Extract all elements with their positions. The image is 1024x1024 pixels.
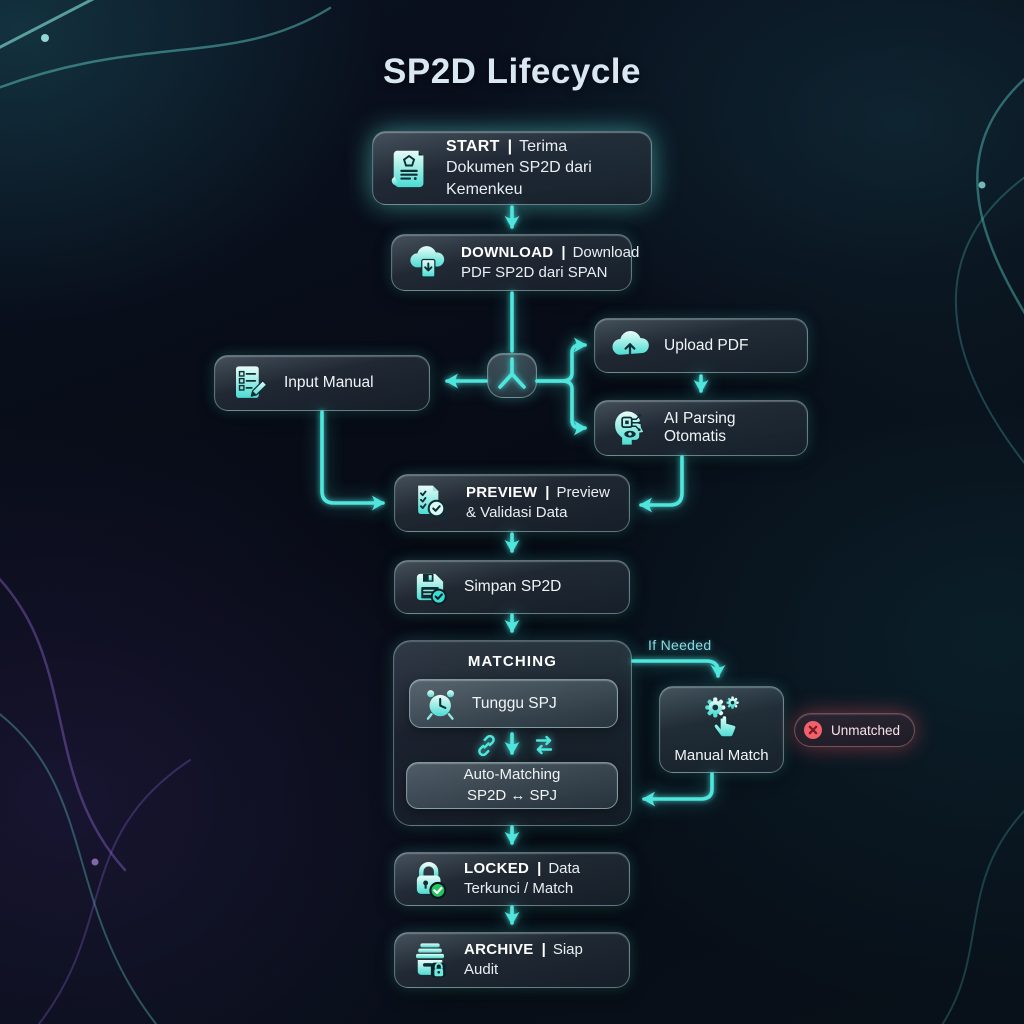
node-tunggu-spj-label: Tunggu SPJ [472, 694, 557, 712]
node-download-text: DOWNLOAD |Download PDF SP2D dari SPAN [461, 243, 639, 283]
cloud-download-icon [406, 242, 448, 284]
node-start-text: START |Terima Dokumen SP2D dari Kemenkeu [446, 136, 637, 199]
padlock-check-icon [409, 858, 451, 900]
node-locked-desc: Data Terkunci / Match [464, 860, 581, 897]
node-preview-title: PREVIEW [466, 484, 538, 502]
swap-arrows-icon [532, 733, 556, 762]
unmatched-badge: Unmatched [794, 713, 916, 747]
unmatched-badge-label: Unmatched [831, 722, 901, 738]
archive-lock-icon [409, 939, 451, 981]
alarm-clock-icon [422, 685, 460, 723]
node-ai-parsing-label: AI Parsing Otomatis [664, 410, 736, 445]
page-title: SP2D Lifecycle [383, 52, 641, 91]
x-circle-icon [803, 720, 823, 740]
node-download: DOWNLOAD |Download PDF SP2D dari SPAN [391, 234, 639, 291]
node-preview: PREVIEW |Preview & Validasi Data [394, 474, 630, 532]
branch-splitter-node [487, 353, 537, 398]
edge-splitter-ai [535, 379, 587, 436]
pipe-separator: | [541, 941, 546, 959]
auto-matching-line2: SP2D ↔ SPJ [466, 786, 558, 804]
node-archive-text: ARCHIVE |Siap Audit [464, 940, 615, 980]
node-input-manual: Input Manual [214, 355, 430, 411]
node-manual-match: Manual Match [659, 686, 784, 773]
node-locked-title: LOCKED [464, 860, 530, 878]
node-auto-matching-label: Auto-Matching SP2D ↔ SPJ [464, 765, 561, 806]
node-upload-pdf: Upload PDF [594, 318, 808, 373]
node-start-title: START [446, 138, 500, 156]
pipe-separator: | [537, 860, 542, 878]
node-locked: LOCKED |Data Terkunci / Match [394, 852, 630, 906]
edge-manual-automatching [642, 772, 714, 807]
chain-link-icon [475, 734, 498, 762]
node-simpan-label: Simpan SP2D [464, 578, 562, 595]
gears-hand-icon [699, 695, 745, 741]
node-input-manual-label: Input Manual [284, 374, 374, 391]
node-tunggu-spj: Tunggu SPJ [409, 679, 618, 728]
edge-splitter-upload [535, 337, 587, 383]
node-archive-desc: Siap Audit [464, 941, 583, 978]
node-download-desc: Download PDF SP2D dari SPAN [461, 243, 640, 281]
doc-magnifier-icon [409, 481, 453, 525]
node-start: START |Terima Dokumen SP2D dari Kemenkeu [372, 131, 652, 205]
node-locked-text: LOCKED |Data Terkunci / Match [464, 859, 615, 899]
ai-head-icon [609, 407, 651, 449]
node-preview-text: PREVIEW |Preview & Validasi Data [466, 483, 615, 523]
auto-matching-line1: Auto-Matching [463, 766, 561, 784]
node-ai-parsing: AI Parsing Otomatis [594, 400, 808, 456]
pipe-separator: | [561, 243, 566, 261]
cloud-upload-icon [609, 325, 651, 367]
form-pencil-icon [229, 362, 271, 404]
node-manual-match-label: Manual Match [674, 747, 769, 764]
node-simpan: Simpan SP2D [394, 560, 630, 614]
node-preview-desc: Preview & Validasi Data [466, 484, 610, 521]
matching-icons-row [475, 733, 556, 762]
edge-ai-preview [639, 455, 684, 513]
matching-title: MATCHING [467, 653, 558, 670]
scroll-seal-icon [387, 145, 433, 191]
edge-input-preview [320, 410, 385, 511]
if-needed-label: If Needed [648, 637, 712, 653]
node-auto-matching: Auto-Matching SP2D ↔ SPJ [406, 762, 618, 809]
pipe-separator: | [545, 484, 550, 502]
edge-matching-manual-if-needed [631, 659, 726, 678]
floppy-check-icon [409, 566, 451, 608]
pipe-separator: | [507, 138, 513, 156]
node-start-desc: Terima Dokumen SP2D dari Kemenkeu [446, 138, 592, 198]
node-upload-pdf-label: Upload PDF [664, 336, 749, 354]
node-archive: ARCHIVE |Siap Audit [394, 932, 630, 988]
node-download-title: DOWNLOAD [461, 243, 554, 261]
node-archive-title: ARCHIVE [464, 941, 534, 959]
